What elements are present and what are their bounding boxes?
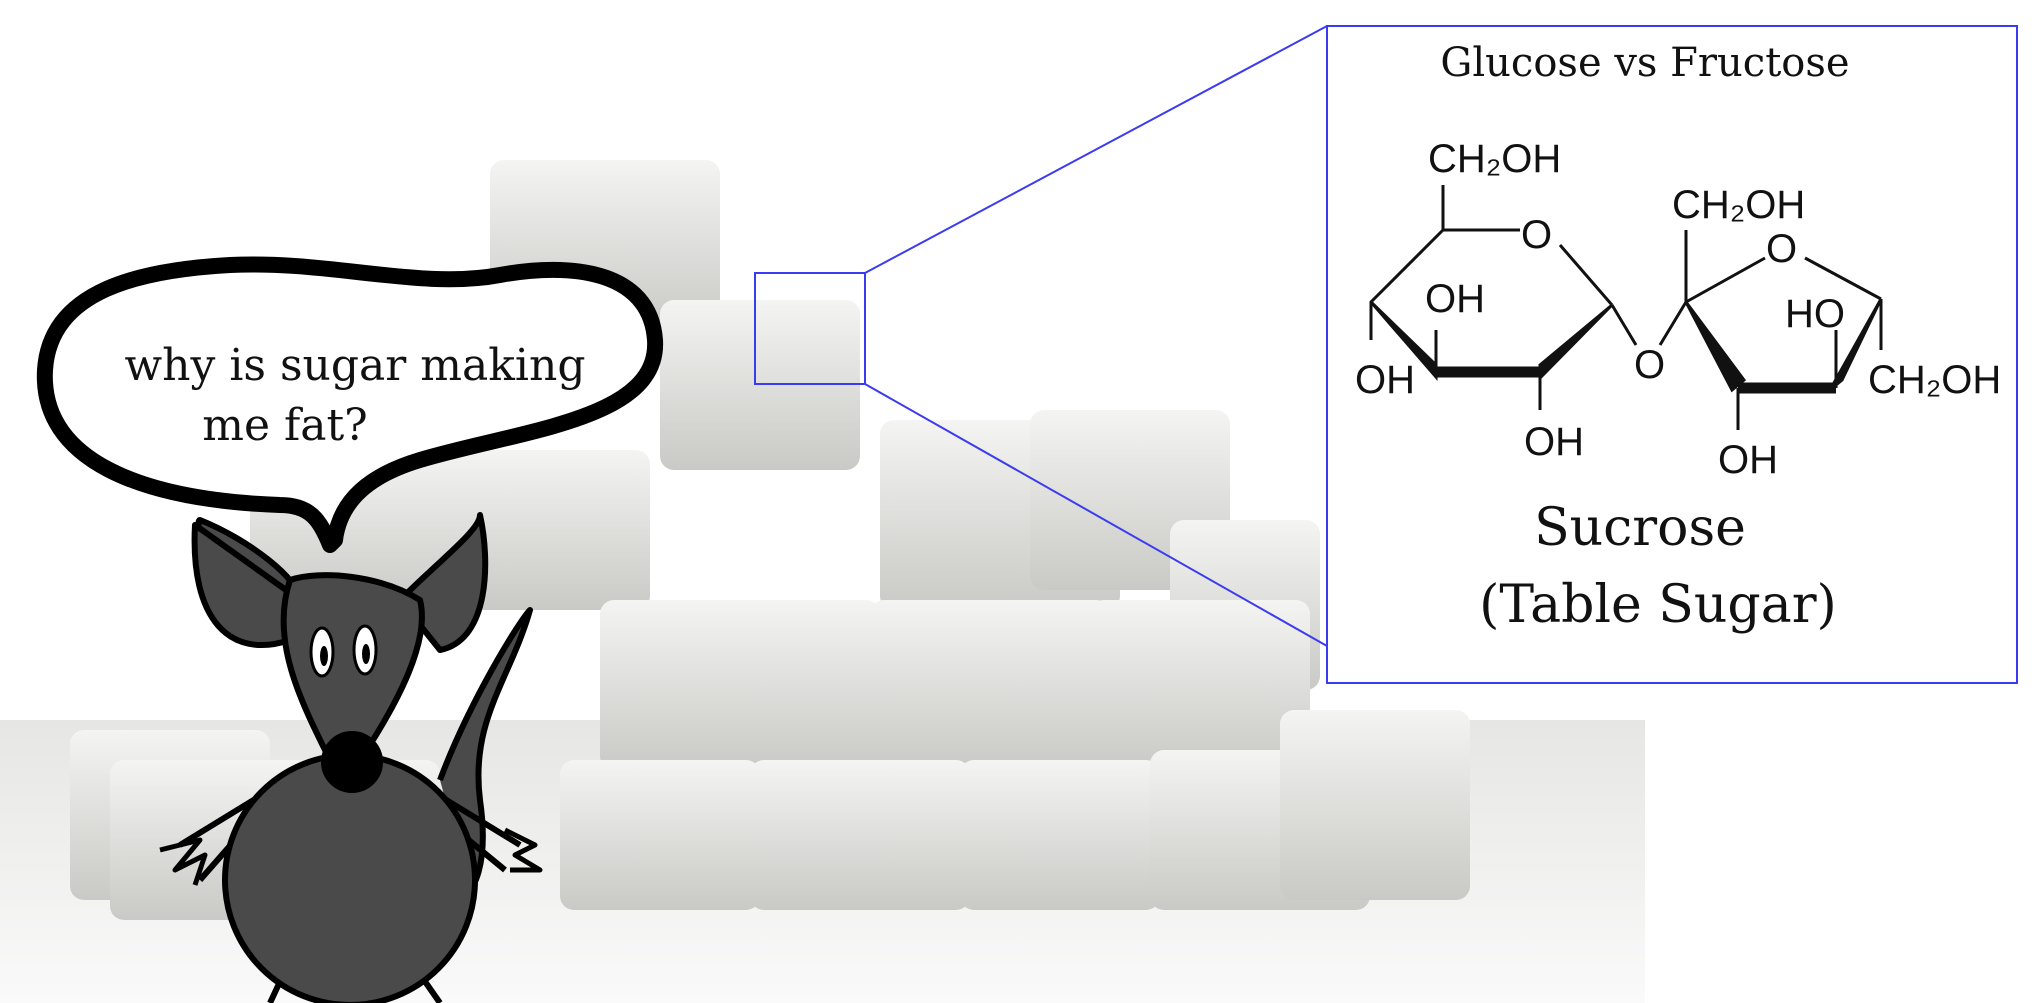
sucrose-structure bbox=[1369, 185, 1883, 430]
speech-line-1: why is sugar making bbox=[124, 340, 585, 391]
molecule-name: Sucrose bbox=[1534, 498, 1746, 558]
zoom-callout bbox=[754, 25, 2018, 684]
mouse-nose bbox=[321, 731, 383, 793]
mouse-left-hand bbox=[159, 837, 208, 886]
speech-line-2: me fat? bbox=[202, 400, 368, 451]
label-glc-oh-bottom: OH bbox=[1524, 420, 1584, 464]
zoom-source-box bbox=[754, 272, 866, 385]
speech-bubble: why is sugar making me fat? bbox=[36, 256, 664, 553]
label-fru-ch2oh-right: CH₂OH bbox=[1868, 358, 2001, 402]
mouse-character bbox=[159, 512, 543, 1003]
mouse-head bbox=[280, 572, 425, 763]
inset-title: Glucose vs Fructose bbox=[1440, 40, 1849, 86]
atom-labels: CH₂OH O OH OH OH O CH₂OH O HO CH₂OH OH bbox=[1355, 137, 2001, 482]
label-glc-oh-left: OH bbox=[1355, 358, 1415, 402]
mouse-right-hand bbox=[503, 827, 543, 873]
label-fru-ring-o: O bbox=[1766, 227, 1797, 271]
molecule-subtitle: (Table Sugar) bbox=[1479, 575, 1837, 635]
inset-box bbox=[1326, 25, 2018, 684]
label-fru-ch2oh-top: CH₂OH bbox=[1672, 183, 1805, 227]
zoom-line-top bbox=[864, 25, 1328, 274]
label-glc-ring-o: O bbox=[1521, 213, 1552, 257]
sugar-cubes-photo bbox=[0, 160, 1645, 1003]
zoom-line-bottom bbox=[864, 383, 1328, 647]
label-glycosidic-o: O bbox=[1634, 343, 1665, 387]
label-glc-oh-inner: OH bbox=[1425, 277, 1485, 321]
label-fru-ho: HO bbox=[1785, 292, 1845, 336]
label-glc-ch2oh: CH₂OH bbox=[1428, 137, 1561, 181]
label-fru-oh-bottom: OH bbox=[1718, 438, 1778, 482]
